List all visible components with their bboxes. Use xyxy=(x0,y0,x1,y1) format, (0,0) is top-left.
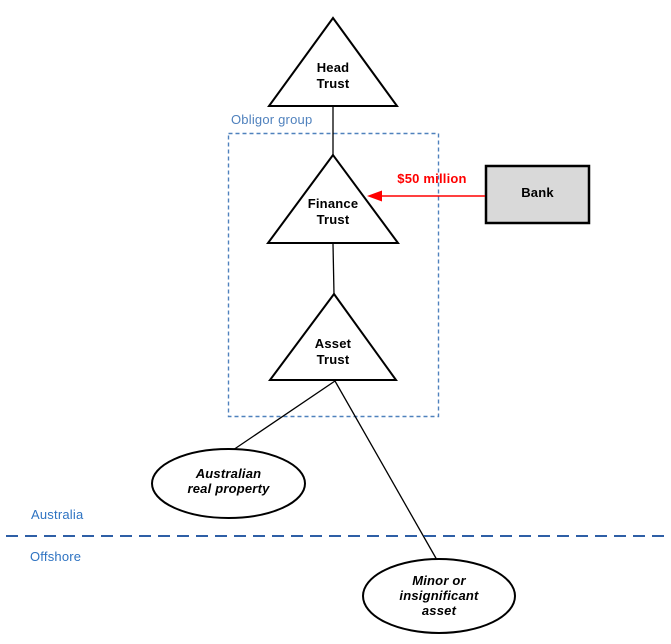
bank-shape xyxy=(484,164,591,225)
australia-region-label: Australia xyxy=(31,507,84,522)
head-trust-shape xyxy=(267,16,399,107)
obligor-group-label: Obligor group xyxy=(231,112,313,127)
finance-trust-shape xyxy=(266,153,400,244)
minor-asset-shape xyxy=(362,558,516,634)
asset-trust-label: Asset Trust xyxy=(314,336,352,367)
bank-label: Bank xyxy=(521,185,554,200)
asset-trust-shape xyxy=(268,292,398,381)
offshore-region-label: Offshore xyxy=(30,549,82,564)
finance-trust-label: Finance Trust xyxy=(307,196,359,227)
loan-arrowhead-icon xyxy=(367,190,382,202)
loan-amount-label: $50 million xyxy=(397,171,467,186)
australian-real-property-shape xyxy=(151,448,306,519)
edge-asset-to-property xyxy=(232,380,336,451)
australian-real-property-label: Australian real property xyxy=(187,466,270,496)
edge-finance-to-asset xyxy=(332,243,335,295)
minor-asset-label: Minor or insignificant asset xyxy=(399,573,479,618)
edge-asset-to-minor xyxy=(334,380,438,561)
head-trust-label: Head Trust xyxy=(316,60,350,91)
